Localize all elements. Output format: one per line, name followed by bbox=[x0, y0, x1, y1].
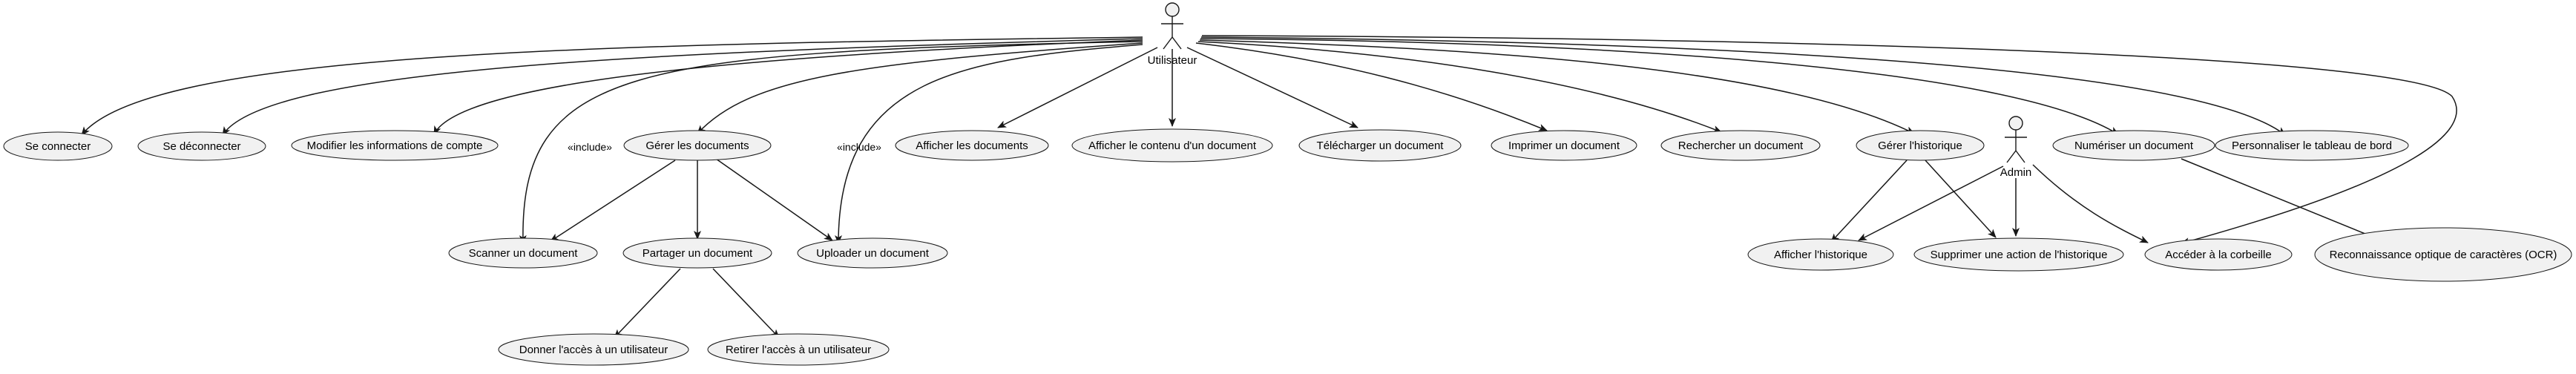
edge-utilisateur-scanner bbox=[519, 41, 1143, 244]
actor-head-icon bbox=[2008, 116, 2023, 131]
use-case-se-connecter: Se connecter bbox=[3, 131, 113, 161]
use-case-label: Reconnaissance optique de caractères (OC… bbox=[2330, 249, 2557, 261]
use-case-label: Scanner un document bbox=[469, 247, 579, 260]
use-case-partager: Partager un document bbox=[622, 237, 772, 269]
actor-label-admin: Admin bbox=[2000, 166, 2032, 179]
include-label-uploader: «include» bbox=[837, 141, 881, 153]
use-case-gerer-documents: Gérer les documents bbox=[623, 130, 772, 161]
use-case-label: Imprimer un document bbox=[1508, 140, 1620, 152]
use-case-modifier-infos: Modifier les informations de compte bbox=[291, 130, 499, 161]
edge-utilisateur-numeriser bbox=[1200, 38, 2119, 135]
edge-utilisateur-gerer-historique bbox=[1199, 39, 1915, 134]
edge-admin-acceder-corbeille bbox=[2032, 164, 2149, 243]
use-case-personnaliser: Personnaliser le tableau de bord bbox=[2215, 130, 2409, 161]
use-case-label: Personnaliser le tableau de bord bbox=[2232, 140, 2392, 152]
use-case-label: Uploader un document bbox=[816, 247, 930, 260]
use-case-scanner: Scanner un document bbox=[448, 237, 598, 269]
use-case-rechercher: Rechercher un document bbox=[1660, 130, 1821, 161]
use-case-label: Accéder à la corbeille bbox=[2165, 249, 2271, 261]
edge-utilisateur-gerer-documents bbox=[697, 42, 1143, 134]
use-case-gerer-historique: Gérer l'historique bbox=[1856, 130, 1985, 161]
use-case-label: Afficher les documents bbox=[916, 140, 1028, 152]
edge-utilisateur-modifier-infos bbox=[433, 39, 1143, 135]
edges bbox=[81, 35, 2457, 338]
use-case-label: Numériser un document bbox=[2074, 140, 2194, 152]
use-case-afficher-contenu: Afficher le contenu d'un document bbox=[1071, 128, 1273, 163]
use-case-numeriser: Numériser un document bbox=[2052, 130, 2215, 161]
use-case-uploader: Uploader un document bbox=[797, 237, 948, 269]
edge-gerer-documents-scanner bbox=[550, 160, 676, 242]
use-case-label: Se connecter bbox=[25, 140, 91, 153]
use-case-imprimer: Imprimer un document bbox=[1491, 130, 1637, 161]
use-case-label: Rechercher un document bbox=[1678, 140, 1804, 152]
actor-head-icon bbox=[1165, 2, 1180, 17]
edge-utilisateur-se-deconnecter bbox=[222, 38, 1143, 136]
use-case-label: Afficher l'historique bbox=[1774, 249, 1867, 261]
use-case-label: Supprimer une action de l'historique bbox=[1931, 249, 2108, 261]
use-case-label: Se déconnecter bbox=[162, 140, 240, 153]
edge-gerer-historique-afficher-historique bbox=[1830, 160, 1908, 243]
use-case-telecharger: Télécharger un document bbox=[1298, 129, 1462, 162]
use-case-label: Retirer l'accès à un utilisateur bbox=[726, 344, 871, 356]
include-label-scanner: «include» bbox=[568, 141, 612, 153]
edge-partager-donner-acces bbox=[614, 268, 681, 338]
use-case-afficher-documents: Afficher les documents bbox=[895, 130, 1049, 161]
use-case-label: Gérer l'historique bbox=[1878, 140, 1962, 152]
use-case-label: Partager un document bbox=[643, 247, 753, 260]
edge-utilisateur-personnaliser bbox=[1200, 36, 2286, 136]
use-case-afficher-historique: Afficher l'historique bbox=[1747, 238, 1894, 271]
edge-utilisateur-afficher-documents bbox=[997, 47, 1158, 128]
edge-gerer-documents-uploader bbox=[715, 158, 833, 241]
use-case-label: Modifier les informations de compte bbox=[307, 140, 483, 152]
edge-utilisateur-rechercher bbox=[1197, 41, 1722, 133]
edge-partager-retirer-acces bbox=[712, 268, 780, 338]
actor-label-utilisateur: Utilisateur bbox=[1148, 54, 1197, 67]
actor-utilisateur: Utilisateur bbox=[1148, 2, 1197, 67]
edge-numeriser-ocr bbox=[2181, 158, 2379, 240]
use-case-se-deconnecter: Se déconnecter bbox=[137, 131, 266, 161]
edge-admin-afficher-historique bbox=[1858, 165, 2004, 241]
edge-utilisateur-se-connecter bbox=[81, 36, 1143, 136]
use-case-donner-acces: Donner l'accès à un utilisateur bbox=[498, 333, 689, 366]
edge-utilisateur-uploader bbox=[835, 44, 1143, 244]
use-case-acceder-corbeille: Accéder à la corbeille bbox=[2144, 238, 2293, 271]
use-case-label: Télécharger un document bbox=[1317, 140, 1445, 152]
edge-utilisateur-telecharger bbox=[1186, 47, 1358, 128]
edge-utilisateur-imprimer bbox=[1195, 42, 1548, 131]
use-case-retirer-acces: Retirer l'accès à un utilisateur bbox=[707, 333, 890, 366]
actor-admin: Admin bbox=[2000, 116, 2032, 179]
use-case-label: Gérer les documents bbox=[645, 140, 749, 152]
use-case-supprimer-action: Supprimer une action de l'historique bbox=[1913, 237, 2124, 272]
use-case-ocr: Reconnaissance optique de caractères (OC… bbox=[2314, 227, 2572, 282]
use-case-label: Afficher le contenu d'un document bbox=[1088, 140, 1257, 152]
edge-utilisateur-acceder-corbeille bbox=[1201, 35, 2457, 245]
use-case-label: Donner l'accès à un utilisateur bbox=[519, 344, 668, 356]
edge-gerer-historique-supprimer-action bbox=[1925, 160, 1997, 238]
